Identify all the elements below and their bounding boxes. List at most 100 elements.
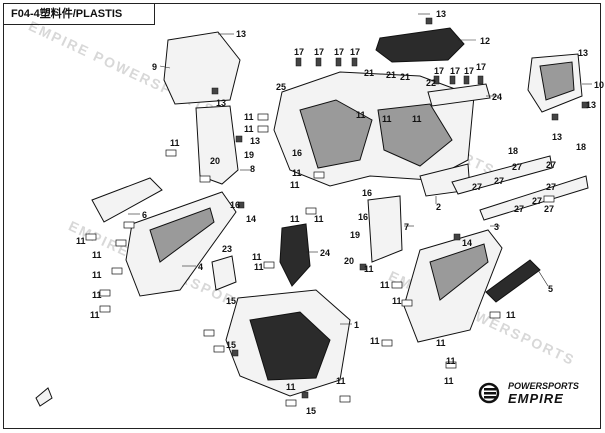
callout-11: 11 xyxy=(412,114,422,124)
callout-15: 15 xyxy=(226,296,237,306)
diagram-title: F04-4塑料件/PLASTIS xyxy=(3,3,155,25)
callout-11: 11 xyxy=(392,296,402,306)
part-10-mesh-inner xyxy=(539,61,575,101)
callout-11: 11 xyxy=(90,310,100,320)
callout-20: 20 xyxy=(210,156,221,166)
part-18-side-rail[interactable] xyxy=(451,155,553,195)
callout-14: 14 xyxy=(462,238,473,248)
part-8-bracket[interactable] xyxy=(195,105,239,185)
callout-3: 3 xyxy=(494,222,500,232)
part-23-center-panel[interactable] xyxy=(279,223,311,287)
callout-21: 21 xyxy=(400,72,411,82)
callout-17: 17 xyxy=(350,47,361,57)
callout-18: 18 xyxy=(508,146,519,156)
part-side-rail-b[interactable] xyxy=(479,175,589,221)
callout-27: 27 xyxy=(514,204,525,214)
part-6-left-rail[interactable] xyxy=(91,177,163,223)
callout-11: 11 xyxy=(336,376,346,386)
callout-17: 17 xyxy=(334,47,345,57)
callout-20: 20 xyxy=(344,256,355,266)
callout-11: 11 xyxy=(380,280,390,290)
callout-27: 27 xyxy=(512,162,523,172)
callout-17: 17 xyxy=(434,66,445,76)
callout-11: 11 xyxy=(364,264,374,274)
callout-11: 11 xyxy=(92,270,102,280)
callout-12: 12 xyxy=(480,36,491,46)
callout-9: 9 xyxy=(152,62,158,72)
part-4-left-panel-shade xyxy=(149,207,215,263)
callout-11: 11 xyxy=(444,376,454,386)
callout-11: 11 xyxy=(290,214,300,224)
callout-13: 13 xyxy=(552,132,563,142)
callout-11: 11 xyxy=(244,112,254,122)
callout-19: 19 xyxy=(350,230,361,240)
callout-13: 13 xyxy=(578,48,589,58)
callout-11: 11 xyxy=(356,110,366,120)
callout-17: 17 xyxy=(314,47,325,57)
callout-15: 15 xyxy=(306,406,317,416)
callout-27: 27 xyxy=(494,176,505,186)
callout-11: 11 xyxy=(382,114,392,124)
callout-5: 5 xyxy=(548,284,554,294)
callout-11: 11 xyxy=(286,382,296,392)
callout-13: 13 xyxy=(216,98,227,108)
empire-logo-icon xyxy=(478,382,500,404)
callout-18: 18 xyxy=(576,142,587,152)
callout-17: 17 xyxy=(450,66,461,76)
callout-11: 11 xyxy=(92,290,102,300)
part-main-body-shade xyxy=(377,103,453,167)
callout-11: 11 xyxy=(92,250,102,260)
diagram-frame xyxy=(3,3,601,429)
clips xyxy=(85,113,555,407)
callout-22: 23 xyxy=(222,244,233,254)
callout-4: 4 xyxy=(198,262,204,272)
callout-6: 6 xyxy=(142,210,148,220)
fasteners xyxy=(211,17,589,399)
callout-19: 19 xyxy=(244,150,255,160)
part-main-body-shade xyxy=(299,99,373,169)
callout-21: 22 xyxy=(426,78,437,88)
callout-11: 11 xyxy=(170,138,180,148)
callout-17: 17 xyxy=(294,47,305,57)
part-12-storage-lid[interactable] xyxy=(375,27,465,63)
part-5-right-step[interactable] xyxy=(485,259,541,303)
callout-11: 11 xyxy=(446,356,456,366)
leader-lines xyxy=(128,13,592,325)
callout-23: 24 xyxy=(320,248,331,258)
callout-11: 11 xyxy=(436,338,446,348)
callout-27: 27 xyxy=(532,196,543,206)
callout-27: 27 xyxy=(546,160,557,170)
callout-7: 7 xyxy=(404,222,410,232)
callout-16: 16 xyxy=(362,188,373,198)
callout-16: 16 xyxy=(292,148,303,158)
callout-8: 8 xyxy=(250,164,256,174)
callout-14: 14 xyxy=(246,214,257,224)
callout-10: 10 xyxy=(594,80,605,90)
callout-2: 2 xyxy=(436,202,442,212)
part-7-upright-panel[interactable] xyxy=(367,195,403,263)
part-1-floor-shade xyxy=(249,311,331,381)
callout-21: 21 xyxy=(386,70,397,80)
part-3-right-front-shade xyxy=(429,243,489,301)
logo-line-1: POWERSPORTS xyxy=(508,381,579,391)
callout-16: 16 xyxy=(230,200,241,210)
callout-11: 11 xyxy=(290,180,300,190)
callout-27: 27 xyxy=(544,204,555,214)
callout-13: 13 xyxy=(436,9,447,19)
callout-24: 24 xyxy=(492,92,503,102)
corner-bracket-icon xyxy=(35,387,53,407)
part-24-rack-rail[interactable] xyxy=(427,83,491,107)
callout-11: 11 xyxy=(254,262,264,272)
part-9-front-shield[interactable] xyxy=(163,31,241,105)
callout-1: 1 xyxy=(354,320,360,330)
callout-21: 21 xyxy=(364,68,375,78)
callout-25: 25 xyxy=(276,82,287,92)
callout-13: 13 xyxy=(250,136,261,146)
callout-11: 11 xyxy=(76,236,86,246)
callout-11: 11 xyxy=(292,168,302,178)
callout-16: 16 xyxy=(358,212,369,222)
part-22-small-panel[interactable] xyxy=(211,255,237,291)
callout-17: 17 xyxy=(464,66,475,76)
logo-line-2: EMPIRE xyxy=(508,391,564,406)
